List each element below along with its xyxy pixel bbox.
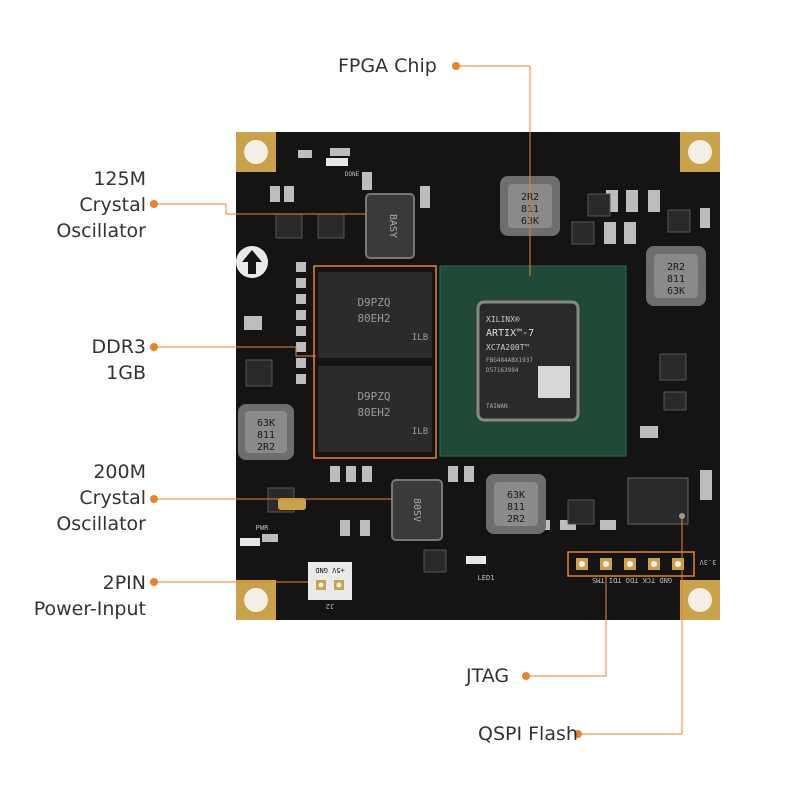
ddr3-chips: D9PZQ 80EH2 ILB D9PZQ 80EH2 ILB bbox=[313, 265, 437, 459]
svg-text:2R2: 2R2 bbox=[667, 262, 685, 273]
label-power-input: 2PIN Power-Input bbox=[33, 572, 146, 620]
power-input-header: +5V GND J2 bbox=[308, 562, 352, 610]
callout-dots bbox=[150, 62, 582, 738]
label-crystal-125m: 125M Crystal Oscillator bbox=[56, 168, 146, 242]
label-qspi-flash: QSPI Flash bbox=[478, 723, 578, 745]
label-jtag: JTAG bbox=[466, 665, 510, 687]
fpga-part: XC7A200T™ bbox=[486, 343, 530, 352]
svg-text:D9PZQ: D9PZQ bbox=[357, 296, 390, 309]
callout-lines bbox=[154, 65, 683, 735]
led-indicators: PWR LED1 DONE bbox=[240, 158, 494, 582]
svg-text:2R2: 2R2 bbox=[257, 442, 275, 453]
pwr-label: PWR bbox=[256, 524, 269, 532]
inductor-bottom: 63K 811 2R2 bbox=[486, 474, 546, 534]
led-label: LED1 bbox=[478, 574, 495, 582]
svg-text:63K: 63K bbox=[667, 286, 685, 297]
power-pin-labels: +5V GND bbox=[315, 566, 345, 574]
qspi-flash-chip bbox=[627, 477, 689, 525]
svg-text:811: 811 bbox=[667, 274, 685, 285]
crystal125-leader bbox=[154, 203, 366, 215]
svg-text:ILB: ILB bbox=[412, 333, 428, 343]
power-ref: J2 bbox=[326, 602, 334, 610]
svg-text:63K: 63K bbox=[507, 490, 525, 501]
svg-text:811: 811 bbox=[257, 430, 275, 441]
fpga-lot1: FBG484ABX1937 bbox=[486, 357, 533, 364]
orientation-arrow-icon bbox=[236, 246, 268, 278]
fpga-qr bbox=[538, 366, 570, 398]
crystal-200m-mark: 80SV bbox=[411, 498, 422, 522]
label-crystal-200m: 200M Crystal Oscillator bbox=[56, 461, 146, 535]
fpga-origin: TAIWAN bbox=[486, 403, 508, 410]
jtag-pin-labels: GND TCK TDO TDI TMS bbox=[592, 576, 672, 584]
crystal-125m-mark: BASY bbox=[387, 214, 398, 238]
svg-text:D9PZQ: D9PZQ bbox=[357, 390, 390, 403]
svg-text:2R2: 2R2 bbox=[507, 514, 525, 525]
qspi-leader bbox=[578, 516, 683, 735]
fpga-leader bbox=[456, 65, 531, 276]
small-crystal bbox=[278, 498, 306, 510]
crystal-125m: BASY bbox=[365, 193, 415, 259]
svg-text:80EH2: 80EH2 bbox=[357, 312, 390, 325]
mounting-holes bbox=[236, 132, 720, 620]
fpga-lot2: D57163984 bbox=[486, 367, 519, 374]
fpga-chip: XILINX® ARTIX™-7 XC7A200T™ FBG484ABX1937… bbox=[439, 265, 627, 457]
ddr3-leader bbox=[154, 346, 316, 357]
svg-text:63K: 63K bbox=[257, 418, 275, 429]
fpga-brand: XILINX® bbox=[486, 315, 520, 324]
jtag-header: GND TCK TDO TDI TMS 3.3V bbox=[567, 551, 717, 584]
svg-text:80EH2: 80EH2 bbox=[357, 406, 390, 419]
label-fpga-chip: FPGA Chip bbox=[338, 55, 437, 77]
jtag-voltage: 3.3V bbox=[699, 558, 717, 566]
crystal-200m: 80SV bbox=[391, 479, 443, 541]
label-ddr3: DDR3 1GB bbox=[91, 336, 146, 384]
svg-text:811: 811 bbox=[507, 502, 525, 513]
svg-text:ILB: ILB bbox=[412, 427, 428, 437]
jtag-leader bbox=[526, 576, 607, 677]
fpga-family: ARTIX™-7 bbox=[486, 328, 534, 339]
small-ics bbox=[245, 193, 691, 573]
done-label: DONE bbox=[345, 171, 360, 178]
inductor-right: 2R2 811 63K bbox=[646, 246, 706, 306]
inductor-left: 63K 811 2R2 bbox=[238, 404, 294, 460]
